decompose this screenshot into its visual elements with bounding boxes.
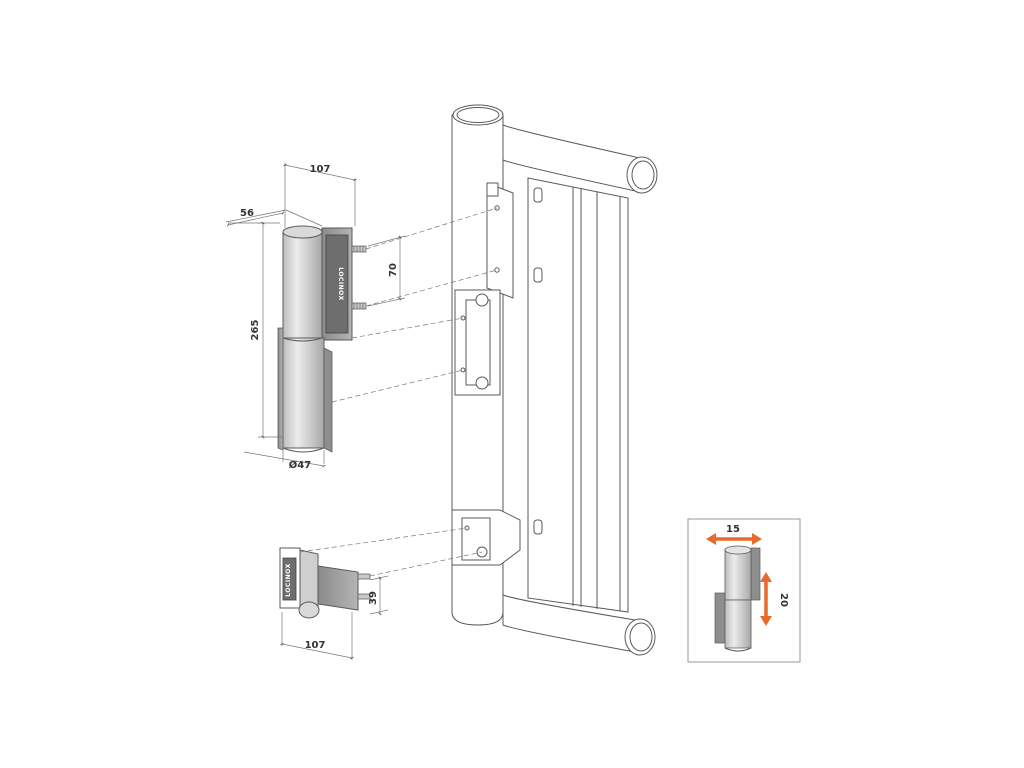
bracket-hole	[494, 205, 500, 211]
bottom-rail-end-inner	[629, 622, 653, 652]
lower-hinge-leaf	[277, 327, 284, 451]
upper-hinge: LOCINOX	[277, 225, 367, 453]
barrel-joint	[282, 337, 323, 342]
screw	[357, 593, 371, 600]
post-top-inner	[456, 107, 500, 123]
vertical-adjust-arrow	[760, 572, 772, 626]
inset-lower-barrel	[724, 599, 752, 649]
upper-barrel-top	[282, 225, 323, 239]
alignment-lines-upper	[331, 207, 498, 403]
inset-lower-plate	[714, 592, 726, 644]
bracket-hole	[464, 525, 470, 531]
screw	[351, 302, 367, 310]
upper-barrel	[282, 231, 323, 339]
upper-bracket	[486, 182, 514, 299]
bracket-hole	[494, 267, 500, 273]
horizontal-adjust-arrow	[706, 533, 762, 545]
lower-hinge-label-strip	[282, 557, 297, 601]
dim-upper-depth: 56	[240, 208, 254, 219]
inset-plate	[750, 547, 761, 601]
upper-hinge-label-strip	[325, 234, 349, 334]
post-top-end	[452, 104, 504, 126]
brand-label: LOCINOX	[285, 563, 292, 596]
alignment-lines-lower	[299, 527, 483, 577]
top-rail-end-inner	[631, 160, 655, 190]
top-rail-tube	[502, 124, 641, 193]
middle-bracket-inner	[465, 299, 491, 386]
inset-horizontal-value: 15	[726, 524, 740, 535]
bracket-bolt	[475, 293, 489, 307]
dimension-lines-lower	[280, 575, 389, 660]
lower-hinge-arm	[317, 565, 359, 611]
bracket-bolt	[475, 376, 489, 390]
lower-hinge-pin	[298, 601, 320, 619]
lower-hinge: LOCINOX	[279, 547, 371, 619]
upper-bracket-tab	[486, 182, 499, 197]
bracket-hole	[460, 315, 466, 321]
dim-lower-width: 107	[305, 640, 326, 651]
leaf-tab	[533, 519, 543, 535]
mounting-brackets	[451, 182, 521, 566]
dim-lower-height: 39	[368, 591, 379, 605]
leaf-tab	[533, 187, 543, 203]
brand-label: LOCINOX	[337, 267, 344, 300]
adjustment-inset: 15 20	[687, 518, 801, 663]
dim-upper-width: 107	[310, 164, 331, 175]
lower-barrel	[282, 337, 325, 449]
lower-barrel-bottom	[282, 447, 325, 453]
screw	[351, 245, 367, 253]
bracket-hole	[460, 367, 466, 373]
gate-leaf-panel	[527, 177, 629, 613]
screw	[357, 573, 371, 580]
inset-barrel-top	[724, 545, 752, 555]
lower-hinge-side	[323, 347, 333, 453]
inset-upper-barrel	[724, 549, 752, 601]
inset-vertical-value: 20	[778, 593, 789, 607]
dimension-lines-upper	[225, 163, 406, 468]
inset-barrel-bottom	[724, 647, 752, 652]
dim-upper-diameter: Ø47	[289, 459, 311, 471]
leaf-tab	[533, 267, 543, 283]
dim-screw-spacing: 70	[388, 263, 399, 277]
dim-upper-height: 265	[250, 320, 261, 341]
